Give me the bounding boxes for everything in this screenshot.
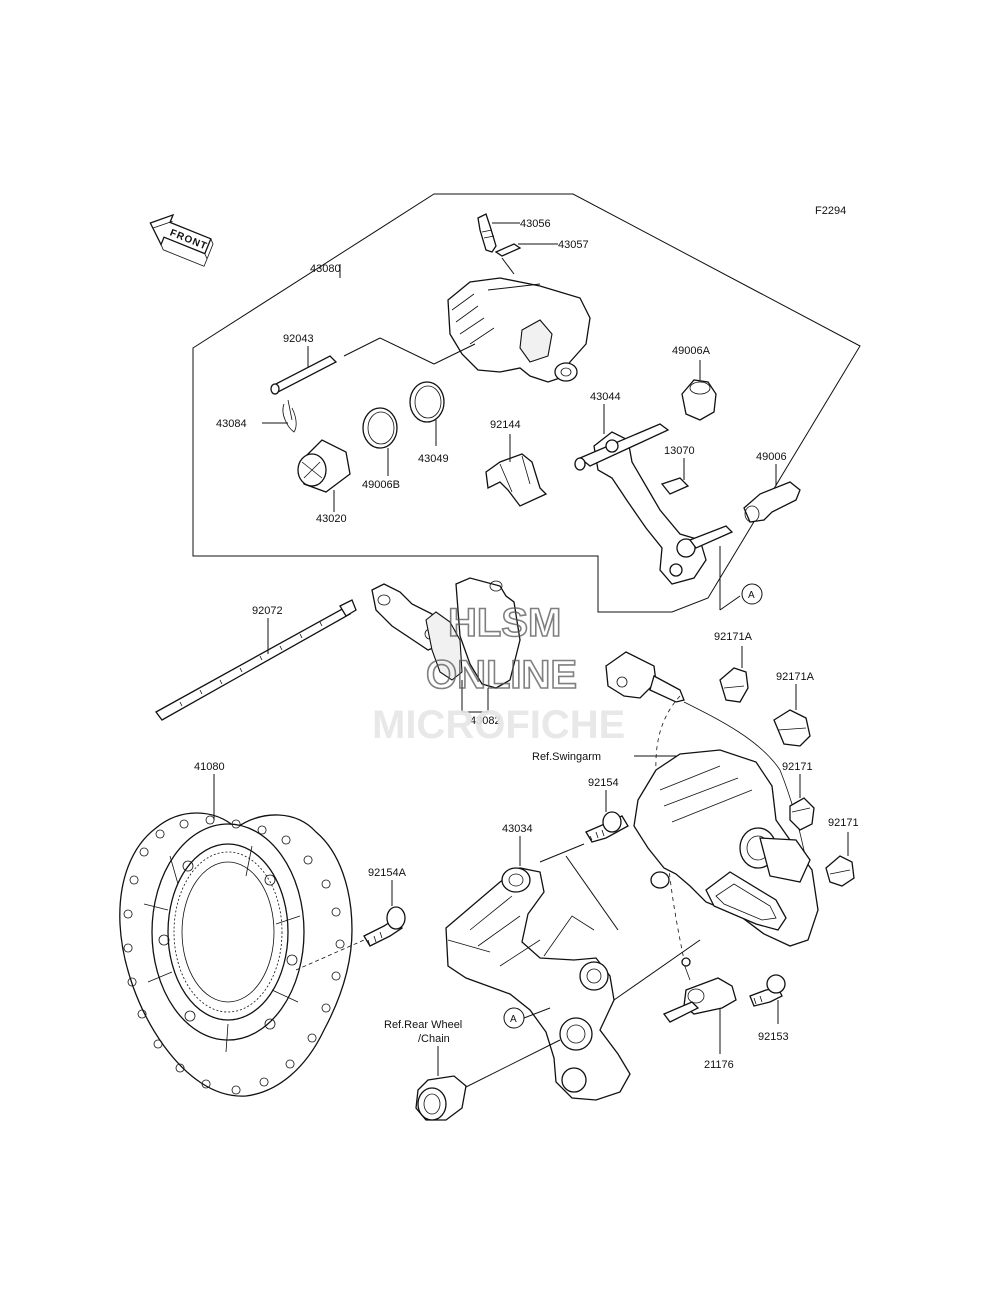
wire-clip-b [825,855,855,887]
wire-clip [789,797,815,831]
cable-tie [155,599,357,721]
brake-disc [119,812,353,1097]
part-number: 92171A [776,671,815,683]
caliper-bracket [574,423,734,585]
part-number: 49006B [362,479,400,491]
piston-seal [362,407,398,449]
reference-marker [741,583,763,605]
watermark-line: HLSM [448,601,561,645]
part-number: 49006A [672,345,711,357]
caliper-body [447,277,591,383]
part-number: 43044 [590,391,621,403]
front-arrow-icon: FRONT [149,213,214,267]
part-number: 43049 [418,453,449,465]
part-number: 21176 [704,1059,734,1071]
wire-clamp-b [773,709,811,747]
wire-clamp [719,667,749,703]
part-number: 92072 [252,605,283,617]
reference-label: Ref.Rear Wheel [384,1019,462,1031]
part-number: 43056 [520,218,551,230]
part-number: 92171A [714,631,753,643]
watermark: HLSM ONLINE MICROFICHE [372,600,625,747]
wheel-collar [415,1075,467,1121]
part-number: 43084 [216,418,247,430]
pin-boot-b [743,481,801,523]
part-number: 49006 [756,451,787,463]
caliper-pin [270,355,338,395]
part-number: 43057 [558,239,589,251]
dust-seal [409,381,445,423]
bracket-bolt [585,811,629,843]
part-number: 43082 [470,715,501,727]
watermark-line: ONLINE [426,653,577,697]
figure-code: F2294 [815,205,846,217]
retaining-clip [282,399,297,433]
speed-sensor-mount [662,957,737,1023]
part-number: 92153 [758,1031,789,1043]
disc-bolt [363,906,406,947]
marker-label: A [510,1014,517,1025]
part-number: 92154 [588,777,619,789]
reference-label: /Chain [418,1033,450,1045]
part-number: 41080 [194,761,225,773]
sensor-bolt [749,974,786,1007]
speed-sensor [605,651,685,703]
reference-label: Ref.Swingarm [532,751,601,763]
part-number: 43034 [502,823,533,835]
bleeder-valve [477,213,497,253]
pin-boot [681,379,717,421]
part-number: 92171 [828,817,859,829]
part-number: 92043 [283,333,314,345]
brake-pads [371,577,521,689]
watermark-line: MICROFICHE [372,703,625,747]
assembly-bracket-outline [192,193,861,613]
part-number: 13070 [664,445,695,457]
marker-label: A [748,590,755,601]
part-number: 43020 [316,513,347,525]
part-number: 92171 [782,761,813,773]
bracket-clip [660,477,690,495]
part-number: 92154A [368,867,407,879]
bleeder-cap [494,243,522,257]
pad-spring [485,453,548,507]
swingarm [633,749,819,947]
caliper-mount-bracket [445,867,631,1101]
part-number: 43080 [310,263,341,275]
caliper-piston [297,439,351,493]
part-number: 92144 [490,419,521,431]
